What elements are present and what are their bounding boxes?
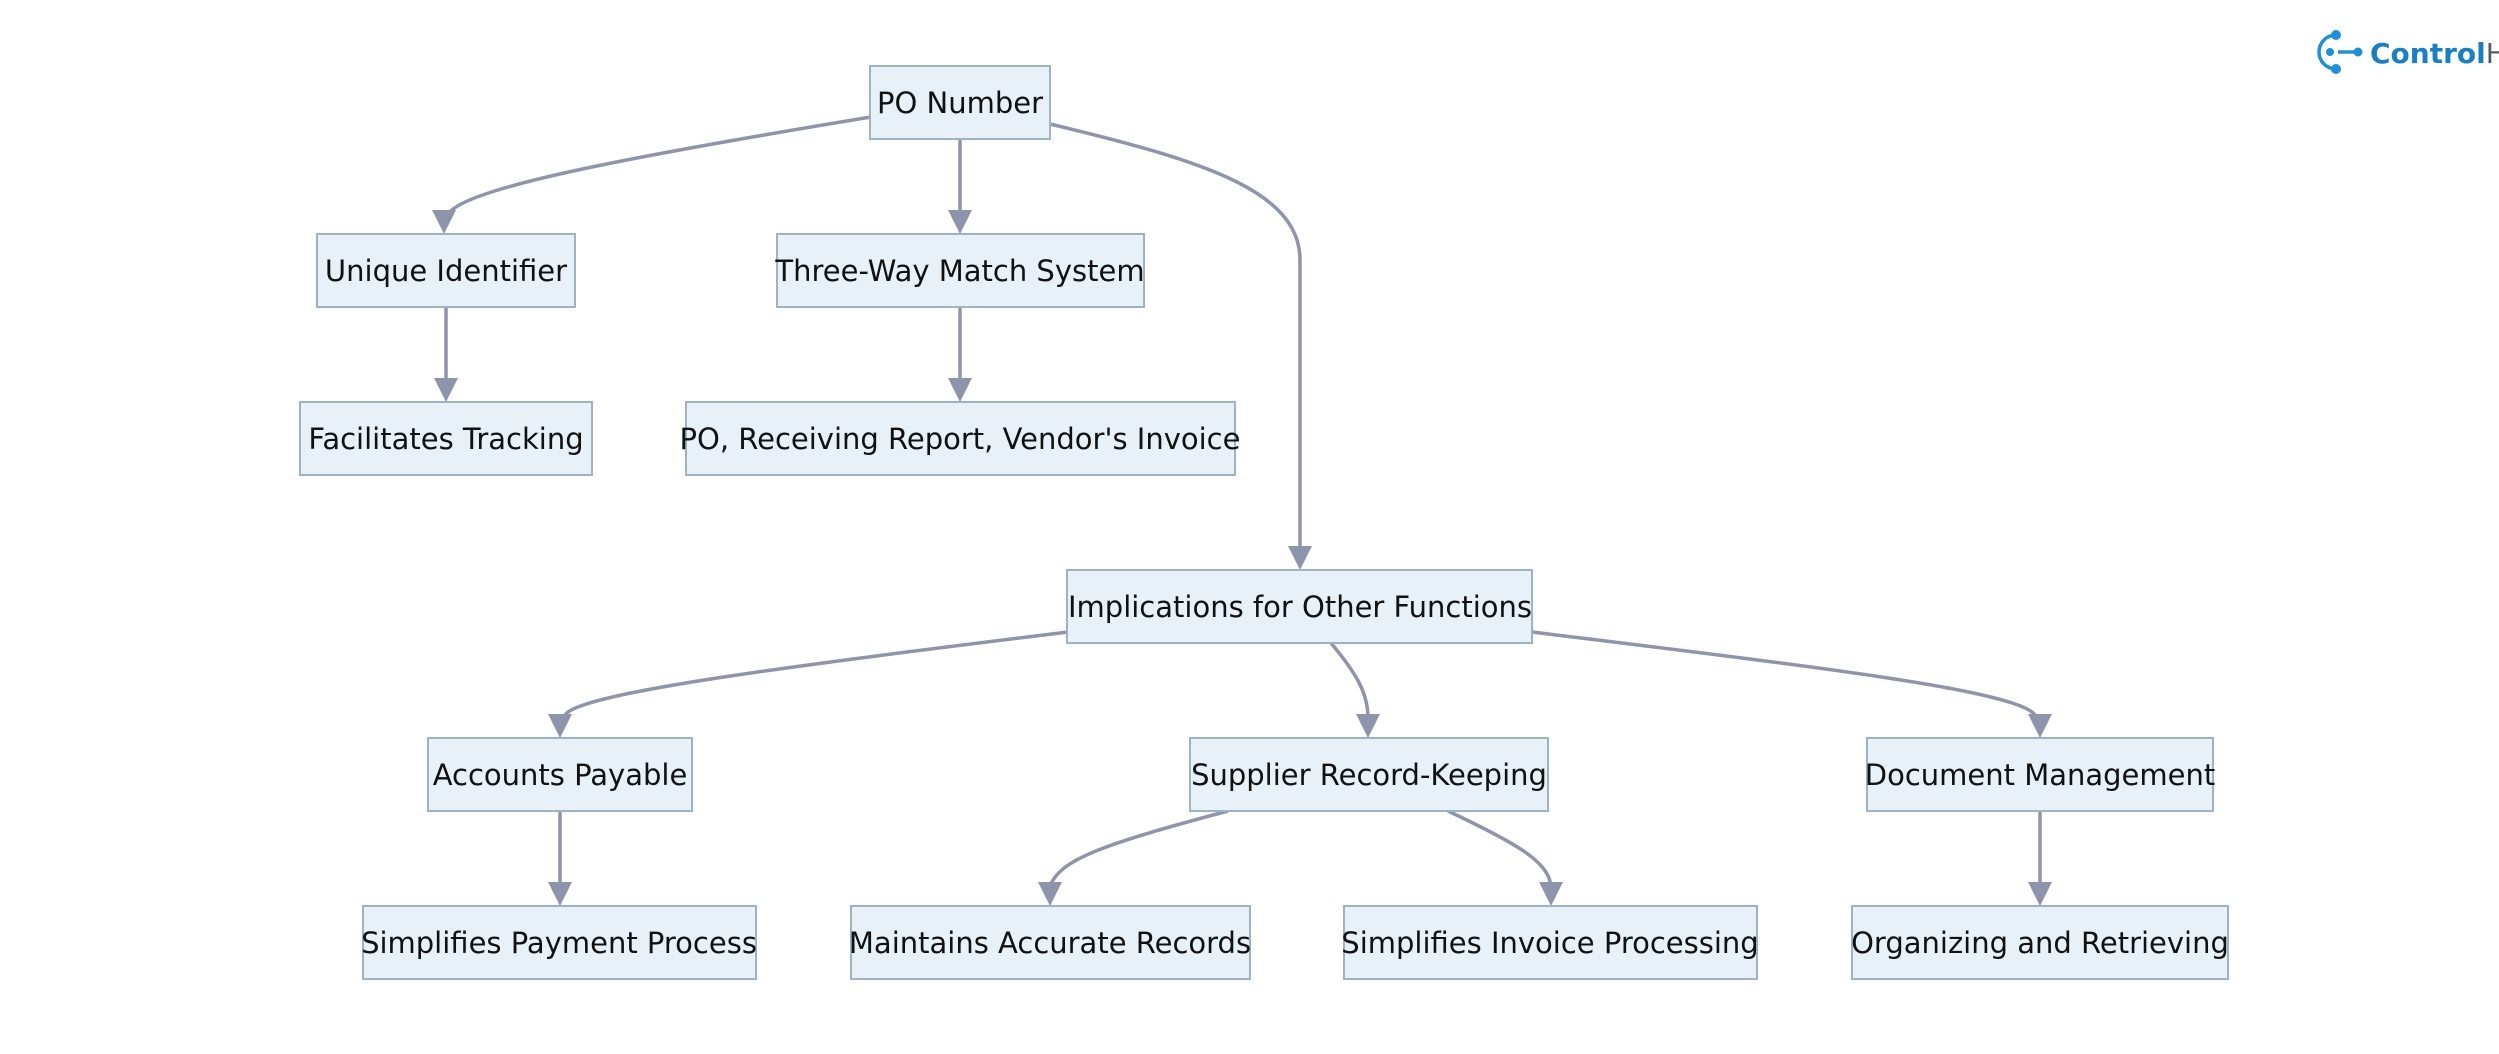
edge-accounts-payable-to-simplifies-payment bbox=[548, 811, 572, 906]
node-organizing-retrieving-label: Organizing and Retrieving bbox=[1851, 926, 2229, 960]
node-unique-identifier-label: Unique Identifier bbox=[325, 254, 567, 288]
node-implications-label: Implications for Other Functions bbox=[1068, 590, 1532, 624]
edge-po-number-to-implications bbox=[1049, 122, 1312, 570]
edge-supplier-record-keeping-to-maintains-records bbox=[1038, 809, 1229, 906]
node-simplifies-invoice-label: Simplifies Invoice Processing bbox=[1341, 926, 1758, 960]
node-document-management[interactable]: Document Management bbox=[1865, 737, 2216, 812]
node-unique-identifier[interactable]: Unique Identifier bbox=[316, 233, 576, 308]
edges bbox=[432, 115, 2052, 906]
node-facilitates-tracking[interactable]: Facilitates Tracking bbox=[299, 401, 593, 476]
edge-implications-to-supplier-record-keeping bbox=[1329, 641, 1380, 738]
edge-supplier-record-keeping-to-simplifies-invoice bbox=[1447, 809, 1563, 906]
node-document-management-label: Document Management bbox=[1865, 758, 2216, 792]
node-po-receiving-invoice[interactable]: PO, Receiving Report, Vendor's Invoice bbox=[680, 401, 1241, 476]
node-simplifies-payment[interactable]: Simplifies Payment Process bbox=[361, 905, 757, 980]
brand-name: ControlHub bbox=[2370, 37, 2499, 70]
brand-name-part1: Control bbox=[2370, 37, 2486, 70]
edge-implications-to-document-management bbox=[1531, 630, 2052, 738]
brand-logo: ControlHub bbox=[2317, 30, 2499, 74]
edge-document-management-to-organizing-retrieving bbox=[2028, 811, 2052, 906]
node-po-number-label: PO Number bbox=[877, 86, 1043, 120]
node-accounts-payable[interactable]: Accounts Payable bbox=[427, 737, 693, 812]
node-simplifies-invoice[interactable]: Simplifies Invoice Processing bbox=[1341, 905, 1759, 980]
node-facilitates-tracking-label: Facilitates Tracking bbox=[308, 422, 583, 456]
node-implications[interactable]: Implications for Other Functions bbox=[1066, 569, 1533, 644]
node-supplier-record-keeping[interactable]: Supplier Record-Keeping bbox=[1189, 737, 1549, 812]
node-maintains-records-label: Maintains Accurate Records bbox=[849, 926, 1251, 960]
edge-three-way-match-to-po-receiving-invoice bbox=[948, 307, 972, 402]
node-simplifies-payment-label: Simplifies Payment Process bbox=[361, 926, 757, 960]
node-organizing-retrieving[interactable]: Organizing and Retrieving bbox=[1851, 905, 2229, 980]
node-maintains-records[interactable]: Maintains Accurate Records bbox=[849, 905, 1251, 980]
node-po-number[interactable]: PO Number bbox=[869, 65, 1051, 140]
edge-unique-identifier-to-facilitates-tracking bbox=[434, 307, 458, 402]
node-po-receiving-invoice-label: PO, Receiving Report, Vendor's Invoice bbox=[680, 422, 1241, 456]
node-three-way-match-label: Three-Way Match System bbox=[774, 254, 1144, 288]
brand-name-part2: Hub bbox=[2486, 37, 2499, 70]
node-accounts-payable-label: Accounts Payable bbox=[433, 758, 688, 792]
nodes: PO Number Unique Identifier Three-Way Ma… bbox=[299, 65, 2229, 980]
node-three-way-match[interactable]: Three-Way Match System bbox=[774, 233, 1145, 308]
edge-po-number-to-unique-identifier bbox=[432, 115, 872, 234]
controlhub-logo-icon bbox=[2317, 30, 2363, 74]
edge-implications-to-accounts-payable bbox=[548, 630, 1069, 738]
edge-po-number-to-three-way-match bbox=[948, 139, 972, 234]
node-supplier-record-keeping-label: Supplier Record-Keeping bbox=[1191, 758, 1547, 792]
